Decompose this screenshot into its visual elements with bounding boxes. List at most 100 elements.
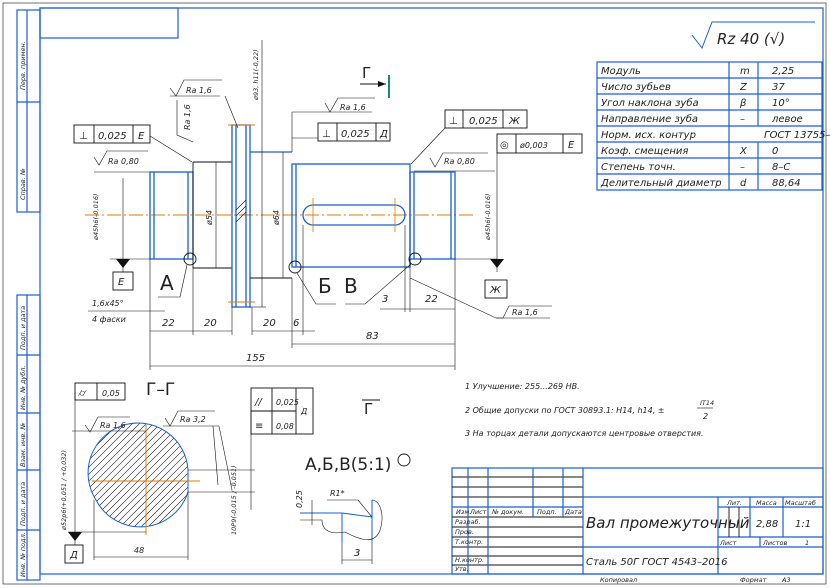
strip-label: Подп. и дата (19, 482, 27, 526)
tb-role: Разраб. (455, 518, 481, 526)
param-name: Модуль (601, 66, 641, 77)
dim-155: 155 (246, 353, 265, 364)
parallelism-datum: Д (300, 407, 307, 416)
roughness-5: Ra 0,80 (444, 157, 475, 166)
format-value: A3 (781, 576, 791, 584)
dim-keyway: 10P9(-0,015 / -0,051) (230, 465, 238, 535)
section-datum-d: Д (69, 550, 78, 561)
strip-label: Инв. № подл. (19, 532, 27, 577)
sheets-value: 1 (805, 539, 809, 547)
svg-text:Г: Г (364, 400, 373, 418)
mass-label: Масса (756, 499, 777, 507)
strip-label: Справ. № (19, 168, 27, 200)
roughness-6: Ra 1,6 (512, 308, 538, 317)
param-value: левое (771, 114, 803, 125)
param-name: Угол наклона зуба (601, 97, 699, 109)
dim-22-right: 22 (425, 294, 438, 305)
section-roughness-1: Ra 1,6 (100, 421, 126, 430)
datum-zh-label: Ж (489, 285, 502, 296)
roughness-4: Ra 1,6 (340, 103, 366, 112)
dim-3: 3 (382, 294, 388, 305)
note-fraction-den: 2 (703, 412, 708, 421)
dim-diameter-52: ø52p6(+0,051 / +0,032) (60, 450, 68, 531)
detail-dim-3: 3 (354, 548, 360, 559)
svg-text:0,025: 0,025 (469, 116, 498, 127)
detail-label-a: А (160, 271, 174, 295)
roughness-general-text: Rz 40 (√) (717, 30, 785, 48)
tb-header-doc: № докум. (491, 508, 524, 516)
params-row: Степень точн.–8–С (601, 162, 790, 173)
dim-48: 48 (134, 546, 144, 555)
note-fraction-num: IT14 (700, 399, 714, 407)
param-symbol: Z (739, 82, 748, 93)
param-name: Делительный диаметр (600, 178, 722, 189)
param-symbol: – (740, 114, 745, 125)
format-label: Формат (740, 576, 767, 584)
param-symbol: – (740, 162, 745, 173)
strip-label: Взам. инв. № (19, 423, 27, 467)
tb-role: Утв. (455, 565, 469, 573)
param-name: Норм. исх. контур (601, 130, 696, 141)
rotation-icon (397, 453, 411, 467)
dim-20-left: 20 (204, 318, 217, 329)
datum-e-label: E (118, 277, 125, 288)
chamfer-dim: 1,6x45° (92, 299, 124, 308)
detail-label-v: В (344, 274, 358, 298)
param-name: Направление зуба (601, 113, 698, 125)
general-roughness: Rz 40 (√) (691, 21, 815, 50)
detail-view: А,Б,В(5:1) 0,25 R1* 3 (295, 453, 411, 564)
detail-title: А,Б,В(5:1) (305, 455, 391, 475)
note-1: 1 Улучшение: 255...269 HB. (465, 382, 580, 391)
strip-label: Перв. примен. (19, 41, 27, 90)
svg-text:Д: Д (379, 129, 388, 140)
section-mark-top: Г (360, 64, 390, 98)
sheets-label: Листов (762, 539, 787, 547)
section-title: Г–Г (146, 380, 175, 400)
param-value: 2,25 (772, 66, 794, 77)
param-symbol: β (739, 98, 747, 109)
sheet-label: Лист (719, 539, 737, 547)
datum-e (112, 271, 134, 291)
dim-83: 83 (366, 331, 379, 342)
svg-text:0,025: 0,025 (341, 129, 370, 140)
svg-text:ø0,003: ø0,003 (519, 141, 548, 150)
strip-label: Инв. № дубл. (19, 366, 27, 410)
tb-header-list: Лист (469, 508, 487, 516)
tb-role: Н.контр. (455, 556, 484, 564)
strip-label: Подп. и дата (19, 306, 27, 350)
shaft-main-view: А Б В 22 20 20 6 83 155 3 22 ø54 ø64 ø45… (73, 40, 583, 370)
note-3: 3 На торцах детали допускаются центровые… (465, 429, 704, 438)
note-2: 2 Общие допуски по ГОСТ 30893.1: H14, h1… (465, 406, 665, 415)
param-value: ГОСТ 13755–81 (764, 130, 830, 141)
tb-header-sign: Подп. (537, 508, 557, 516)
svg-text:Г: Г (362, 64, 371, 82)
section-mark-bottom: Г (362, 399, 380, 418)
roughness-3: Ra 0,80 (108, 157, 139, 166)
technical-notes: 1 Улучшение: 255...269 HB. 2 Общие допус… (465, 382, 714, 438)
svg-text:Ж: Ж (508, 116, 521, 127)
roughness-2: Ra 1,6 (183, 104, 192, 130)
params-row: Направление зуба – левое (601, 113, 803, 125)
svg-text:⊥: ⊥ (79, 131, 88, 142)
svg-text:◎: ◎ (500, 140, 509, 151)
title-block: Изм. Лист № докум. Подп. Дата Разраб.Про… (451, 467, 824, 584)
datum-zh (484, 279, 508, 299)
drawing-frame (39, 7, 824, 575)
param-value: 0 (772, 146, 778, 157)
dim-phi45-left: ø45h6(-0,016) (92, 193, 100, 241)
tb-header-date: Дата (564, 508, 582, 516)
params-row: Норм. исх. контур ГОСТ 13755–81 (601, 130, 830, 141)
symmetry-value: 0,08 (276, 422, 294, 431)
dim-phi54: ø54 (205, 210, 214, 226)
